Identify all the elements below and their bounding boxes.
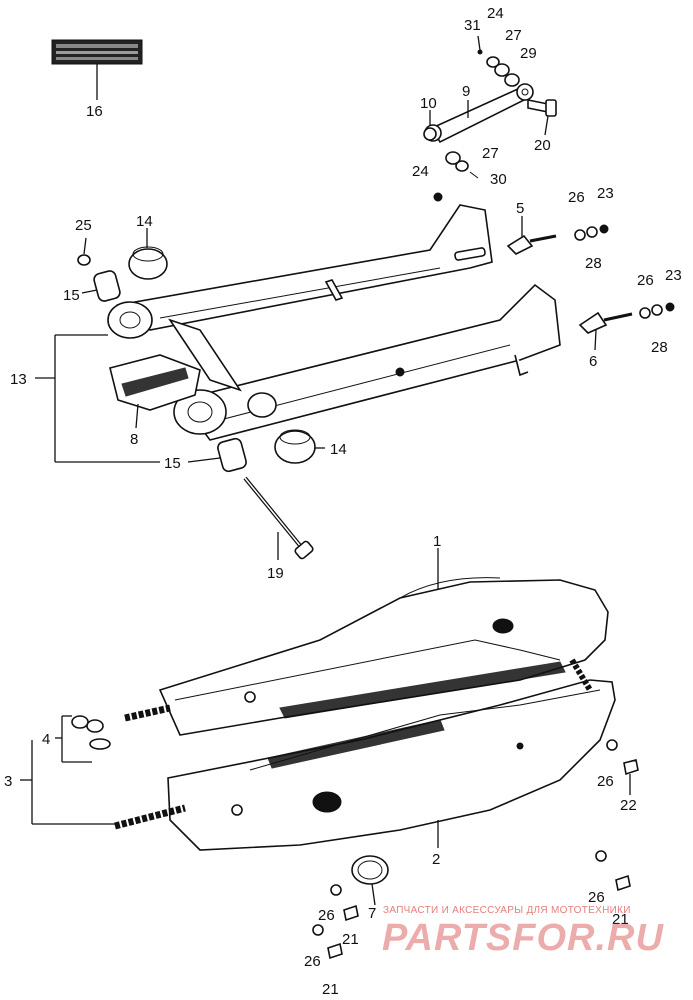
callout-10: 10	[420, 95, 437, 112]
callout-22: 22	[620, 797, 637, 814]
callout-13: 13	[10, 371, 27, 388]
chain-adjuster-6	[578, 311, 633, 334]
callout-25: 25	[75, 217, 92, 234]
callout-labels: 16 31 24 27 29 9 10 20 27 24 30 26 23 5 …	[4, 5, 682, 998]
watermark-logo: PARTSFOR.RU	[382, 917, 664, 959]
callout-26-c: 26	[597, 773, 614, 790]
callout-6: 6	[589, 353, 597, 370]
callout-26-d: 26	[588, 889, 605, 906]
callout-24-top: 24	[487, 5, 504, 22]
callout-9: 9	[462, 83, 470, 100]
callout-2: 2	[432, 851, 440, 868]
callout-27-bottom: 27	[482, 145, 499, 162]
adjuster-nuts-lower	[639, 302, 675, 319]
chain-adjuster-5	[506, 234, 557, 255]
callout-14-bottom: 14	[330, 441, 347, 458]
callout-26-e: 26	[318, 907, 335, 924]
pivot-bushing-lower	[217, 437, 247, 473]
callout-23-a: 23	[597, 185, 614, 202]
callout-16: 16	[86, 103, 103, 120]
callout-7: 7	[368, 905, 376, 922]
adjuster-nuts-upper	[574, 224, 609, 241]
callout-5: 5	[516, 200, 524, 217]
leader-lines	[20, 35, 631, 906]
callout-26-a: 26	[568, 189, 585, 206]
callout-26-b: 26	[637, 272, 654, 289]
callout-3: 3	[4, 773, 12, 790]
watermark-tagline: ЗАПЧАСТИ И АКСЕССУАРЫ ДЛЯ МОТОТЕХНИКИ	[383, 905, 631, 916]
callout-24-bottom: 24	[412, 163, 429, 180]
callout-14-top: 14	[136, 213, 153, 230]
callout-26-f: 26	[304, 953, 321, 970]
callout-19: 19	[267, 565, 284, 582]
chain-slider-part	[109, 354, 201, 411]
callout-20: 20	[534, 137, 551, 154]
nut-part-25	[77, 254, 91, 266]
chain-case-upper-part-1	[158, 577, 609, 736]
callout-31: 31	[464, 17, 481, 34]
callout-30: 30	[490, 171, 507, 188]
pivot-bolt-part	[243, 476, 314, 560]
callout-28-b: 28	[651, 339, 668, 356]
callout-15-bottom: 15	[164, 455, 181, 472]
callout-29: 29	[520, 45, 537, 62]
dust-seal-cap-lower	[274, 429, 316, 464]
drive-chain-part	[114, 658, 593, 830]
pivot-bushing-upper	[93, 270, 121, 302]
callout-15-top: 15	[63, 287, 80, 304]
torque-link-assembly	[423, 49, 557, 179]
swing-arm-part	[107, 192, 561, 441]
caution-label-part	[51, 39, 143, 65]
callout-21-b: 21	[342, 931, 359, 948]
callout-1: 1	[433, 533, 441, 550]
master-link-part	[71, 715, 111, 750]
callout-8: 8	[130, 431, 138, 448]
case-bolts-right	[595, 739, 639, 892]
dust-seal-cap-upper	[128, 246, 168, 280]
callout-27-top: 27	[505, 27, 522, 44]
callout-28-a: 28	[585, 255, 602, 272]
chain-case-lower-part-2	[167, 679, 616, 851]
callout-21-c: 21	[322, 981, 339, 998]
case-bolts-bottom	[312, 884, 359, 960]
callout-23-b: 23	[665, 267, 682, 284]
callout-21-a: 21	[612, 911, 629, 928]
callout-4: 4	[42, 731, 50, 748]
inspection-cap-part	[351, 855, 389, 885]
